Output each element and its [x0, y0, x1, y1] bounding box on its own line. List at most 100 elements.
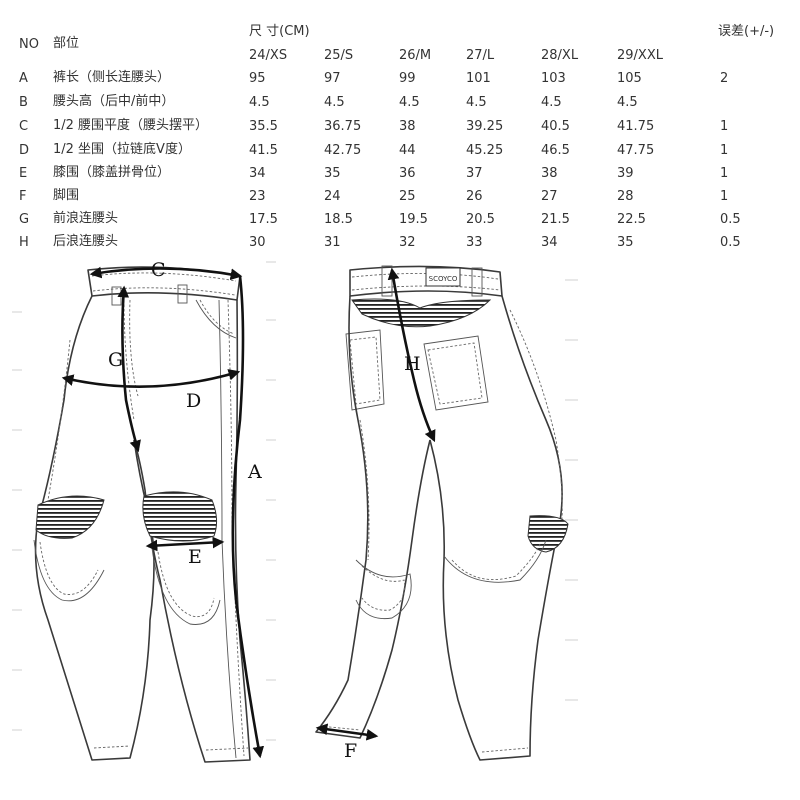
table-cell: 37	[466, 166, 483, 181]
table-cell: 17.5	[249, 212, 278, 227]
table-cell: 25	[399, 189, 416, 204]
belt-loop	[471, 267, 483, 297]
table-cell: 22.5	[617, 212, 646, 227]
table-cell: 4.5	[466, 95, 487, 110]
table-cell: 32	[399, 235, 416, 250]
table-cell: 95	[249, 71, 266, 86]
back-knee-panel	[527, 515, 569, 553]
table-cell: 41.75	[617, 119, 655, 134]
table-cell: 26	[466, 189, 483, 204]
table-cell: 97	[324, 71, 341, 86]
header-tolerance: 误差(+/-)	[718, 24, 775, 39]
size-chart-table: NO 部位 尺 寸(CM) 误差(+/-) 24/XS 25/S 26/M 27…	[0, 0, 800, 260]
belt-loop	[177, 284, 188, 304]
table-cell: 39.25	[466, 119, 504, 134]
row-part: 1/2 腰围平度（腰头摆平）	[53, 118, 209, 133]
table-cell: 101	[466, 71, 491, 86]
header-no: NO	[19, 37, 39, 52]
measurement-labels: C G D A E H F	[108, 259, 421, 762]
tolerance-cell: 1	[720, 166, 729, 181]
measure-c-line	[89, 266, 243, 281]
row-part: 裤长（侧长连腰头）	[53, 70, 171, 85]
back-right-leg	[429, 295, 563, 761]
tolerance-cell: 0.5	[720, 235, 741, 250]
tolerance-cell: 1	[720, 189, 729, 204]
table-cell: 35	[324, 166, 341, 181]
size-label: 27/L	[466, 48, 495, 63]
table-cell: 27	[541, 189, 558, 204]
right-knee-panel	[142, 491, 218, 542]
header-part: 部位	[53, 36, 80, 51]
table-cell: 45.25	[466, 143, 504, 158]
tolerance-cell: 1	[720, 119, 729, 134]
label-g: G	[108, 349, 123, 371]
size-label: 29/XXL	[617, 48, 663, 63]
table-cell: 38	[541, 166, 558, 181]
back-pocket-left	[345, 329, 385, 411]
left-knee-panel	[35, 495, 105, 539]
guide-ticks	[12, 261, 578, 741]
table-cell: 30	[249, 235, 266, 250]
size-label: 24/XS	[249, 48, 288, 63]
row-part: 腰头高（后中/前中）	[53, 94, 175, 109]
table-cell: 44	[399, 143, 416, 158]
label-c: C	[151, 259, 166, 281]
row-no: B	[19, 95, 28, 110]
belt-loop	[111, 286, 122, 306]
table-cell: 47.75	[617, 143, 655, 158]
table-cell: 34	[249, 166, 266, 181]
table-cell: 4.5	[541, 95, 562, 110]
table-cell: 23	[249, 189, 266, 204]
row-no: C	[19, 119, 29, 134]
measure-d-line	[61, 369, 241, 388]
tolerance-cell: 1	[720, 143, 729, 158]
back-yoke-panel	[351, 298, 492, 328]
pants-measurement-diagram: SCOYCO	[12, 259, 578, 763]
row-part: 脚围	[53, 188, 80, 203]
table-cell: 4.5	[617, 95, 638, 110]
table-cell: 19.5	[399, 212, 428, 227]
row-no: H	[19, 235, 29, 250]
front-pants-view	[33, 266, 251, 763]
table-cell: 20.5	[466, 212, 495, 227]
table-cell: 99	[399, 71, 416, 86]
size-label: 28/XL	[541, 48, 579, 63]
brand-patch-text: SCOYCO	[429, 275, 458, 283]
label-e: E	[188, 546, 202, 568]
row-no: A	[19, 71, 28, 86]
tolerance-cell: 0.5	[720, 212, 741, 227]
back-left-leg	[315, 295, 431, 739]
size-label: 25/S	[324, 48, 354, 63]
measure-a-line	[231, 275, 265, 759]
label-f: F	[344, 740, 357, 762]
row-no: E	[19, 166, 28, 181]
label-h: H	[404, 353, 421, 375]
header-size-group: 尺 寸(CM)	[249, 24, 310, 39]
table-cell: 36	[399, 166, 416, 181]
table-cell: 35	[617, 235, 634, 250]
table-cell: 4.5	[249, 95, 270, 110]
table-cell: 105	[617, 71, 642, 86]
table-cell: 31	[324, 235, 341, 250]
table-cell: 18.5	[324, 212, 353, 227]
label-d: D	[186, 390, 201, 412]
tolerance-cell: 2	[720, 71, 729, 86]
table-cell: 21.5	[541, 212, 570, 227]
table-cell: 103	[541, 71, 566, 86]
table-cell: 36.75	[324, 119, 362, 134]
table-cell: 4.5	[399, 95, 420, 110]
table-cell: 28	[617, 189, 634, 204]
row-no: F	[19, 189, 27, 204]
measure-f-line	[315, 723, 379, 741]
size-label: 26/M	[399, 48, 432, 63]
table-cell: 34	[541, 235, 558, 250]
table-cell: 46.5	[541, 143, 570, 158]
measure-g-line	[117, 285, 141, 453]
row-part: 1/2 坐围（拉链底V度）	[53, 142, 191, 157]
table-cell: 24	[324, 189, 341, 204]
row-no: G	[19, 212, 30, 227]
table-cell: 40.5	[541, 119, 570, 134]
table-cell: 38	[399, 119, 416, 134]
measurement-lines	[61, 266, 436, 759]
label-a: A	[247, 461, 262, 483]
